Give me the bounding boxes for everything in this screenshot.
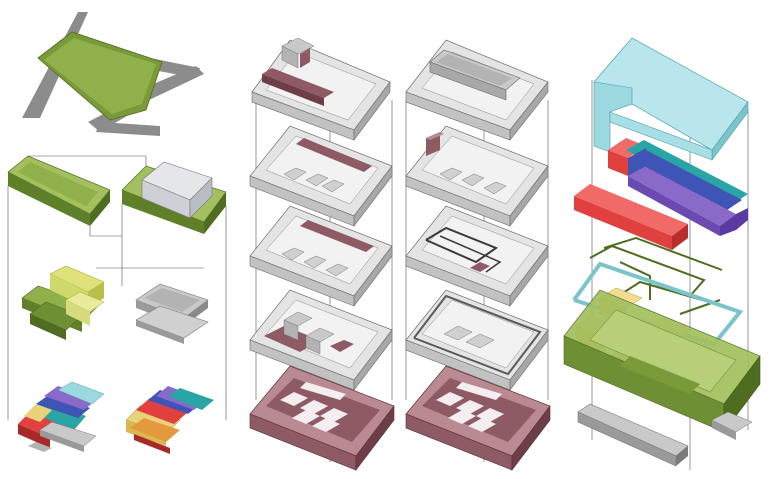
exploded-floors-b-panel <box>406 40 550 470</box>
program-blocks-yellow-green <box>22 266 104 340</box>
floor-a-level-3 <box>250 206 392 306</box>
grey-foundation-bar <box>578 404 752 466</box>
floor-a-level-4 <box>250 290 392 390</box>
site-and-massing-sequence-panel <box>8 12 226 454</box>
program-stack-colors-left <box>18 382 104 452</box>
floor-b-level-base <box>406 366 550 470</box>
floor-a-level-1 <box>252 38 390 140</box>
floor-a-level-2 <box>250 126 392 226</box>
program-stack-colors-right <box>126 386 214 454</box>
floor-b-level-1 <box>406 40 548 140</box>
floor-b-level-2 <box>406 126 548 226</box>
cyan-roof-volume <box>594 38 748 160</box>
grey-stacked-slabs <box>136 284 208 344</box>
exploded-floors-a-panel <box>250 38 394 470</box>
floor-b-level-3 <box>406 206 548 306</box>
floor-b-level-4 <box>406 290 548 390</box>
green-slab-with-volume <box>122 162 226 234</box>
green-slab-left <box>8 156 110 226</box>
exploded-program-axon-panel <box>564 38 760 470</box>
floor-a-level-base <box>250 366 394 470</box>
